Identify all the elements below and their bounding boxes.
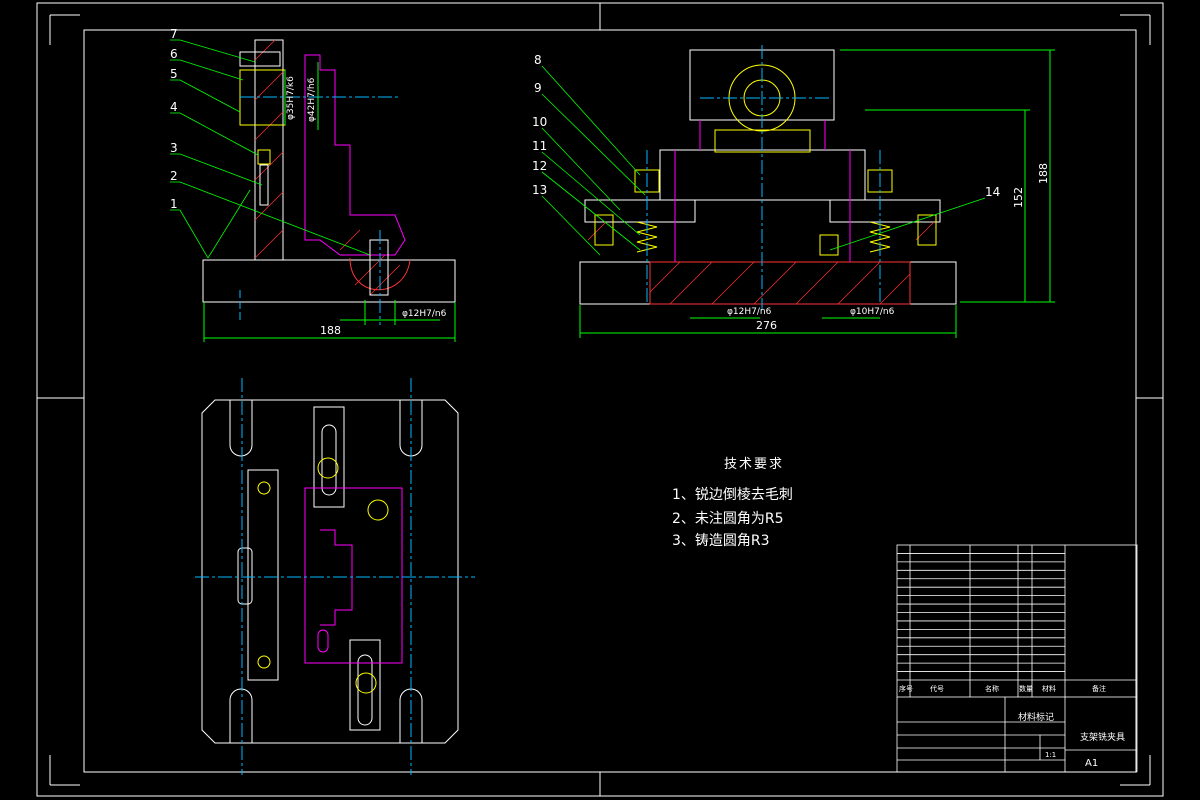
tech-req-item-1: 1、锐边倒棱去毛刺 (672, 487, 793, 503)
callout-6: 6 (170, 47, 178, 61)
dim-left-width: 188 (320, 324, 341, 337)
tech-req-item-2: 2、未注圆角为R5 (672, 511, 784, 527)
callout-12: 12 (532, 159, 547, 173)
dim-front-fit-2: φ10H7/n6 (850, 307, 895, 317)
front-view: 8 9 10 11 12 13 14 276 φ12H7/n6 φ10H7/n6… (532, 45, 1055, 338)
dim-left-bottom-fit: φ12H7/n6 (402, 309, 447, 319)
callout-14: 14 (985, 185, 1000, 199)
side-view: 7 6 5 4 3 2 1 188 φ35H7/k6 φ42H7/h6 φ12H… (170, 27, 456, 342)
title-block (896, 544, 1138, 773)
dim-front-height-1: 152 (1012, 187, 1025, 208)
side-view-callouts: 7 6 5 4 3 2 1 (170, 27, 178, 211)
front-view-callouts: 8 9 10 11 12 13 14 (532, 53, 1000, 199)
callout-13: 13 (532, 183, 547, 197)
tech-req-item-3: 3、铸造圆角R3 (672, 533, 770, 549)
sheet-border (36, 2, 1164, 797)
title-col-no: 序号 (899, 684, 913, 693)
callout-5: 5 (170, 67, 178, 81)
callout-1: 1 (170, 197, 178, 211)
title-col-material: 材料 (1042, 684, 1056, 693)
dim-front-height-2: 188 (1037, 163, 1050, 184)
callout-7: 7 (170, 27, 178, 41)
material-label: 材料标记 (1018, 711, 1054, 723)
callout-2: 2 (170, 169, 178, 183)
scale: 1:1 (1045, 751, 1056, 759)
callout-8: 8 (534, 53, 542, 67)
title-col-code: 代号 (930, 684, 944, 693)
title-col-name: 名称 (985, 684, 999, 693)
tech-req-title: 技术要求 (724, 457, 785, 472)
callout-3: 3 (170, 141, 178, 155)
dim-front-fit-1: φ12H7/n6 (727, 307, 772, 317)
plan-view (195, 378, 475, 775)
dim-front-width: 276 (756, 319, 777, 332)
callout-11: 11 (532, 139, 547, 153)
callout-4: 4 (170, 100, 178, 114)
dim-left-bore-2: φ42H7/h6 (307, 77, 317, 122)
dim-left-bore-1: φ35H7/k6 (286, 76, 296, 120)
sheet-size: A1 (1085, 758, 1098, 769)
callout-10: 10 (532, 115, 547, 129)
title-col-remark: 备注 (1092, 684, 1106, 693)
title-col-qty: 数量 (1019, 684, 1033, 693)
drawing-name: 支架铣夹具 (1080, 731, 1125, 743)
callout-9: 9 (534, 81, 542, 95)
